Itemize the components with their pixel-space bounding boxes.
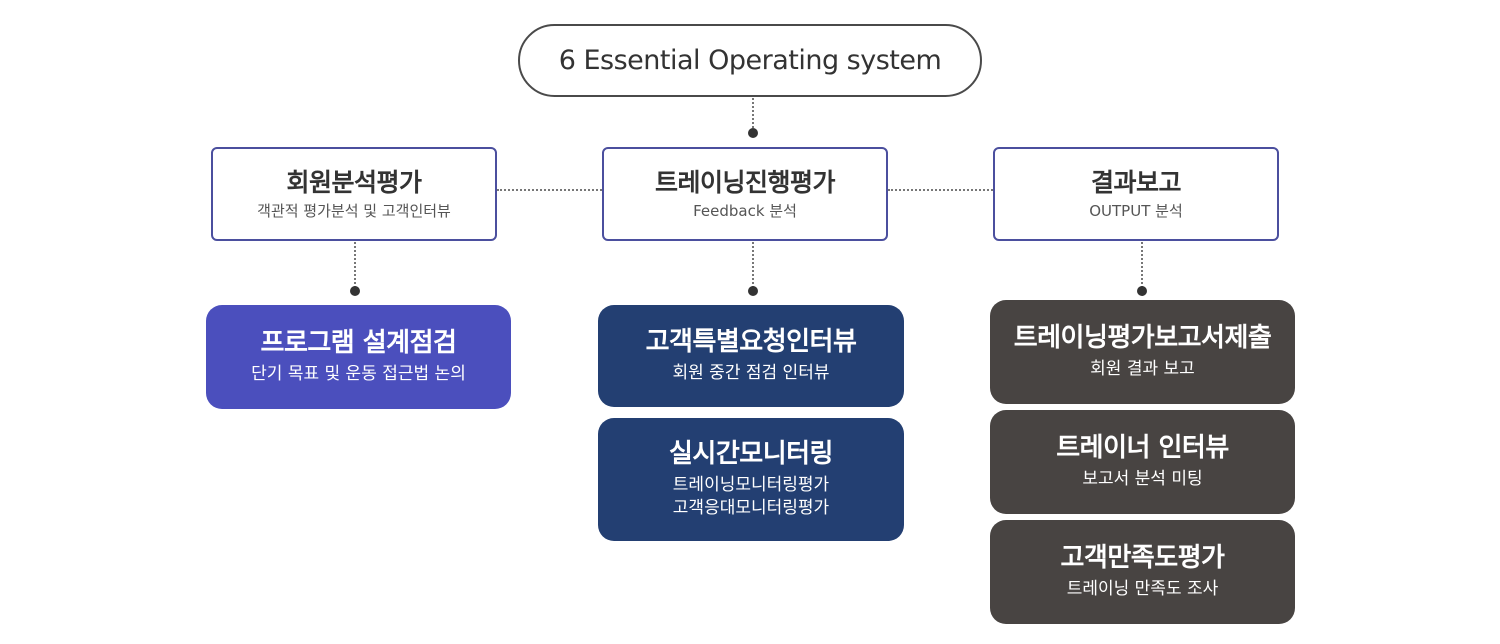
card-subtitle: 단기 목표 및 운동 접근법 논의 bbox=[251, 364, 466, 385]
card-title: 트레이닝평가보고서제출 bbox=[1013, 322, 1272, 353]
root-title-pill: 6 Essential Operating system bbox=[518, 24, 982, 97]
card-subtitle-line-2: 고객응대모니터링평가 bbox=[672, 498, 830, 519]
category-subtitle: 객관적 평가분석 및 고객인터뷰 bbox=[257, 202, 451, 220]
card-realtime-monitoring: 실시간모니터링 트레이닝모니터링평가 고객응대모니터링평가 bbox=[598, 418, 904, 541]
card-title: 트레이너 인터뷰 bbox=[1056, 432, 1229, 463]
card-subtitle: 회원 결과 보고 bbox=[1090, 359, 1195, 380]
category-title: 트레이닝진행평가 bbox=[654, 168, 836, 197]
card-customer-interview: 고객특별요청인터뷰 회원 중간 점검 인터뷰 bbox=[598, 305, 904, 407]
category-subtitle: Feedback 분석 bbox=[693, 202, 797, 220]
card-title: 고객특별요청인터뷰 bbox=[645, 326, 857, 357]
connector-dot-cat3 bbox=[1137, 286, 1147, 296]
card-title: 프로그램 설계점검 bbox=[260, 327, 457, 358]
card-program-design: 프로그램 설계점검 단기 목표 및 운동 접근법 논의 bbox=[206, 305, 511, 409]
connector-root bbox=[752, 98, 754, 132]
card-title: 실시간모니터링 bbox=[669, 438, 833, 469]
card-satisfaction: 고객만족도평가 트레이닝 만족도 조사 bbox=[990, 520, 1295, 624]
card-title: 고객만족도평가 bbox=[1060, 542, 1225, 573]
card-subtitle: 보고서 분석 미팅 bbox=[1082, 469, 1203, 490]
connector-dot-cat2 bbox=[748, 286, 758, 296]
connector-cat2-cat3 bbox=[888, 189, 993, 191]
card-trainer-interview: 트레이너 인터뷰 보고서 분석 미팅 bbox=[990, 410, 1295, 514]
connector-cat1-cat2 bbox=[497, 189, 602, 191]
category-training-progress: 트레이닝진행평가 Feedback 분석 bbox=[602, 147, 888, 241]
connector-cat3-down bbox=[1141, 242, 1143, 288]
category-result-report: 결과보고 OUTPUT 분석 bbox=[993, 147, 1279, 241]
card-subtitle: 트레이닝 만족도 조사 bbox=[1066, 579, 1219, 600]
card-subtitle: 회원 중간 점검 인터뷰 bbox=[672, 363, 830, 384]
connector-dot-root bbox=[748, 128, 758, 138]
category-member-analysis: 회원분석평가 객관적 평가분석 및 고객인터뷰 bbox=[211, 147, 497, 241]
card-training-report: 트레이닝평가보고서제출 회원 결과 보고 bbox=[990, 300, 1295, 404]
card-subtitle-line-1: 트레이닝모니터링평가 bbox=[672, 475, 830, 496]
category-title: 회원분석평가 bbox=[286, 168, 422, 197]
category-title: 결과보고 bbox=[1090, 168, 1182, 197]
connector-cat1-down bbox=[354, 242, 356, 288]
connector-cat2-down bbox=[752, 242, 754, 288]
connector-dot-cat1 bbox=[350, 286, 360, 296]
root-title: 6 Essential Operating system bbox=[558, 45, 942, 76]
category-subtitle: OUTPUT 분석 bbox=[1089, 202, 1183, 220]
